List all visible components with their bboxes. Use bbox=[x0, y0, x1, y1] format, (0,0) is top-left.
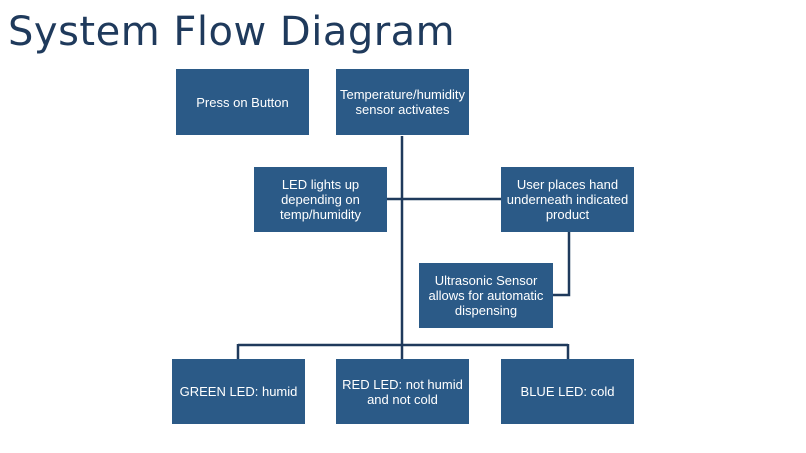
node-user-hand: User places hand underneath indicated pr… bbox=[501, 167, 634, 232]
node-green-led: GREEN LED: humid bbox=[172, 359, 305, 424]
node-red-led: RED LED: not humid and not cold bbox=[336, 359, 469, 424]
node-press-button: Press on Button bbox=[176, 69, 309, 135]
node-sensor: Temperature/humidity sensor activates bbox=[336, 69, 469, 135]
node-ultrasonic: Ultrasonic Sensor allows for automatic d… bbox=[419, 263, 553, 328]
node-blue-led: BLUE LED: cold bbox=[501, 359, 634, 424]
page-title: System Flow Diagram bbox=[8, 9, 456, 55]
node-led-lights: LED lights up depending on temp/humidity bbox=[254, 167, 387, 232]
connector-hand-to-ultrasonic bbox=[553, 232, 571, 297]
